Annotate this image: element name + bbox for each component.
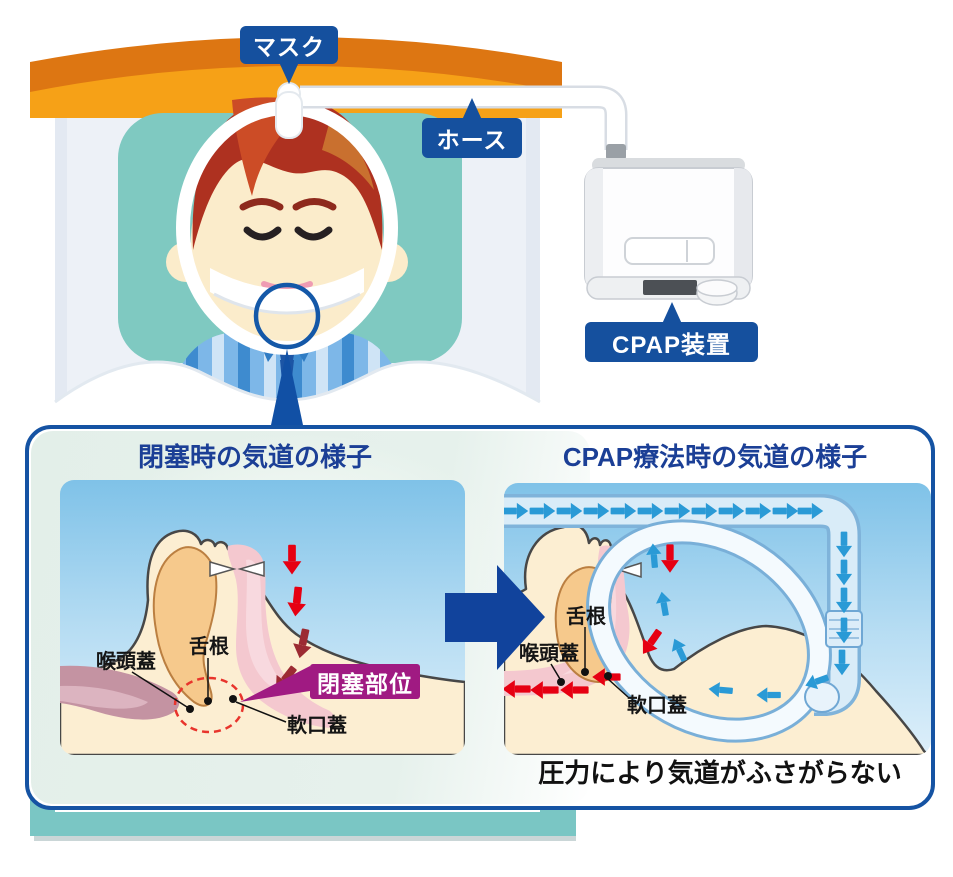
- sleeping-face-features: [239, 198, 337, 292]
- label-epiglottis-left: 喉頭蓋: [96, 651, 156, 673]
- label-soft-palate-left: 軟口蓋: [287, 715, 347, 737]
- label-tongue-root-left: 舌根: [189, 636, 229, 658]
- label-epiglottis-right: 喉頭蓋: [519, 643, 579, 665]
- hose-label-text: ホース: [436, 127, 508, 153]
- cpap-device-label: CPAP装置: [585, 302, 758, 362]
- leader-lines: [550, 627, 629, 698]
- shoulder-band: [60, 665, 180, 720]
- mask-label-text: マスク: [253, 34, 325, 60]
- closed-eye: [294, 226, 333, 241]
- device-buttons: [624, 237, 715, 265]
- teeth: [209, 561, 265, 577]
- device-display: [643, 280, 697, 295]
- smile: [261, 281, 313, 292]
- hose-callout-label: ホース: [422, 98, 522, 158]
- label-soft-palate-right: 軟口蓋: [627, 695, 687, 717]
- cpap-device-label-text: CPAP装置: [612, 331, 731, 359]
- pointer-down-icon: [279, 62, 299, 84]
- cpap-caption: 圧力により気道がふさがらない: [538, 758, 902, 788]
- pointer-up-icon: [661, 302, 682, 324]
- left-diagram-title: 閉塞時の気道の様子: [137, 442, 372, 472]
- obstruction-site-label: 閉塞部位: [310, 664, 420, 699]
- obstruction-pointer: [240, 666, 310, 702]
- leader-dots: [186, 695, 237, 713]
- obstructed-airway-diagram: [60, 480, 465, 755]
- cpap-device: [584, 158, 753, 306]
- transition-arrow-icon: [445, 565, 545, 670]
- cpap-hose: [300, 85, 628, 160]
- cpap-airway-diagram: [504, 483, 931, 755]
- tongue: [152, 546, 218, 707]
- pointer-up-icon: [462, 98, 482, 120]
- leader-dots: [557, 668, 612, 686]
- closed-eye: [243, 226, 282, 241]
- mask-hose-connector: [275, 82, 303, 139]
- mask-callout-label: マスク: [240, 26, 338, 84]
- label-tongue-root-right: 舌根: [566, 606, 606, 628]
- right-diagram-title: CPAP療法時の気道の様子: [562, 442, 868, 472]
- cpap-mask: [210, 268, 364, 315]
- magnify-circle: [253, 282, 321, 350]
- callout-pointer: [271, 349, 303, 425]
- leader-lines: [131, 658, 287, 723]
